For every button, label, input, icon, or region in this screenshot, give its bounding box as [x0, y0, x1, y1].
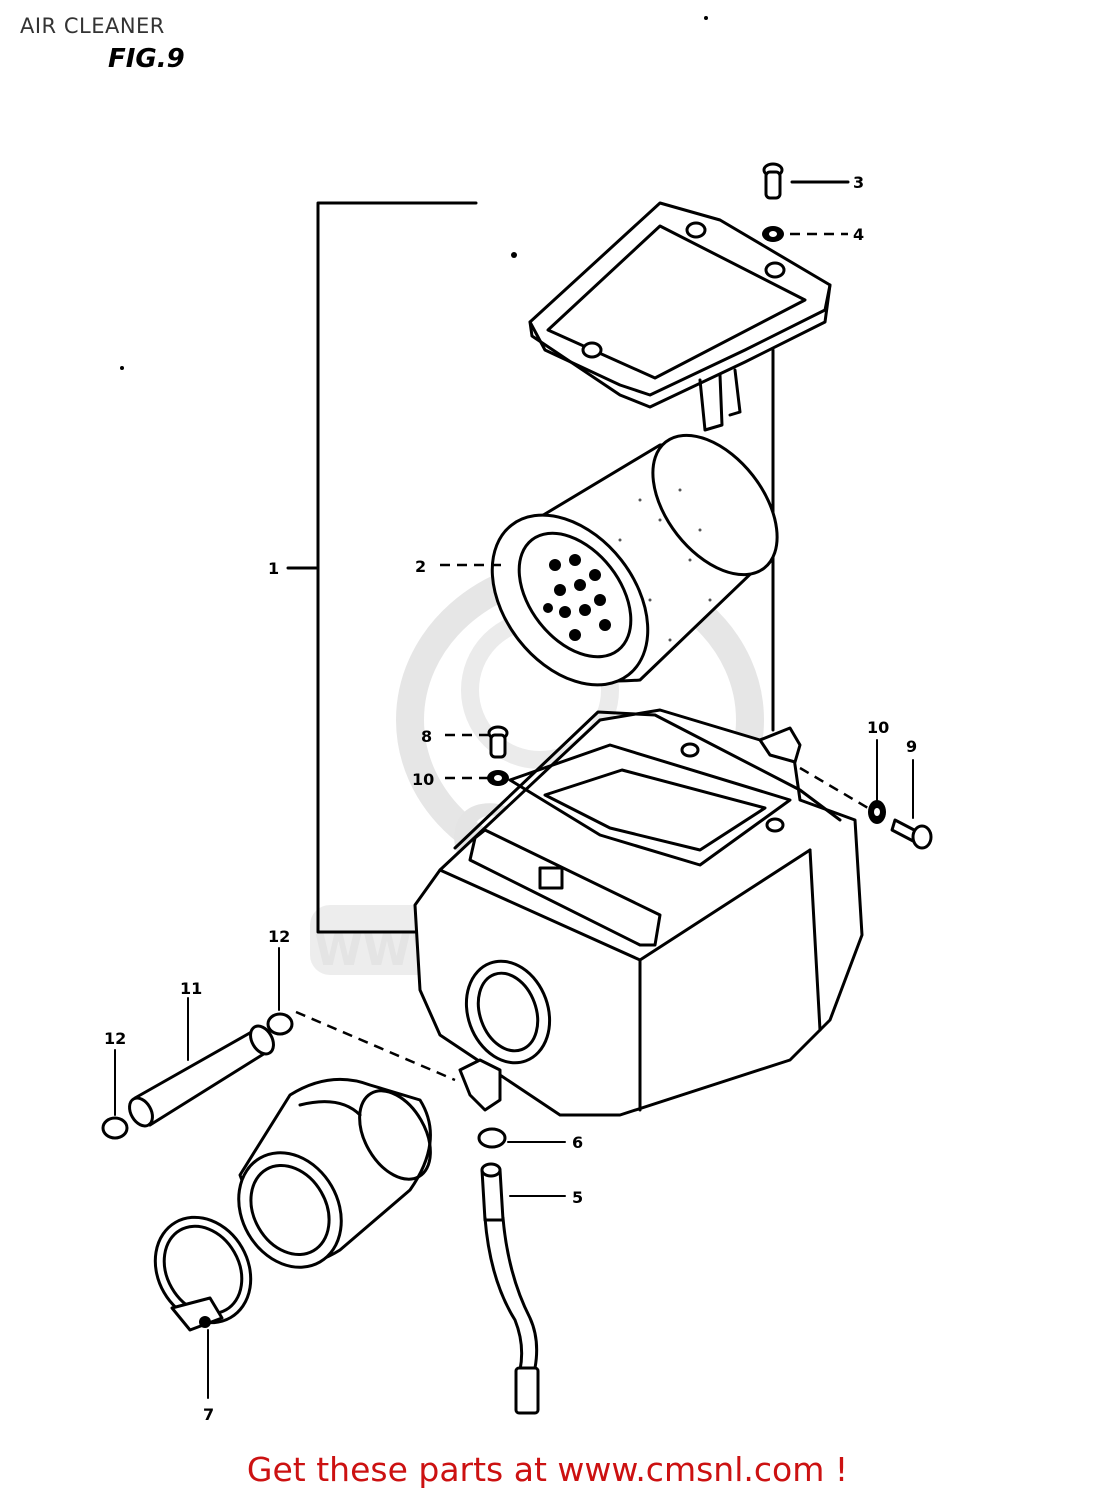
callout-2: 2	[415, 557, 426, 576]
air-cleaner-cover	[528, 201, 832, 432]
callout-5: 5	[572, 1188, 583, 1207]
clamp-part-12-left	[101, 1049, 129, 1140]
callout-1: 1	[268, 559, 279, 578]
bolt-part-9	[890, 759, 933, 850]
figure-number: FIG.9	[108, 44, 185, 74]
hose-clamp-part-7	[153, 1215, 253, 1399]
screw-part-8	[445, 725, 509, 759]
clamp-part-12-right	[266, 947, 456, 1082]
drain-tube-part-11	[128, 997, 275, 1128]
callout-12-right: 12	[268, 927, 290, 946]
drain-hose-part-5	[480, 1162, 566, 1415]
callout-9: 9	[906, 737, 917, 756]
callout-10-right: 10	[867, 718, 889, 737]
washer-part-4	[762, 226, 848, 242]
footer-link[interactable]: Get these parts at www.cmsnl.com !	[246, 1450, 849, 1489]
callout-8: 8	[421, 727, 432, 746]
assembly-bracket	[286, 201, 478, 934]
callout-12-left: 12	[104, 1029, 126, 1048]
callout-11: 11	[180, 979, 202, 998]
callout-7: 7	[203, 1405, 214, 1424]
callout-4: 4	[853, 225, 864, 244]
page-title: AIR CLEANER	[20, 14, 165, 38]
clip-part-6	[477, 1127, 566, 1149]
intake-boot	[237, 1077, 432, 1269]
callout-3: 3	[853, 173, 864, 192]
screw-part-3	[762, 162, 850, 200]
washer-part-10-right	[868, 739, 886, 824]
callout-10-left: 10	[412, 770, 434, 789]
air-cleaner-case	[413, 708, 864, 1117]
washer-part-10-left	[445, 770, 509, 786]
filter-element-part-2	[440, 433, 779, 687]
callout-6: 6	[572, 1133, 583, 1152]
